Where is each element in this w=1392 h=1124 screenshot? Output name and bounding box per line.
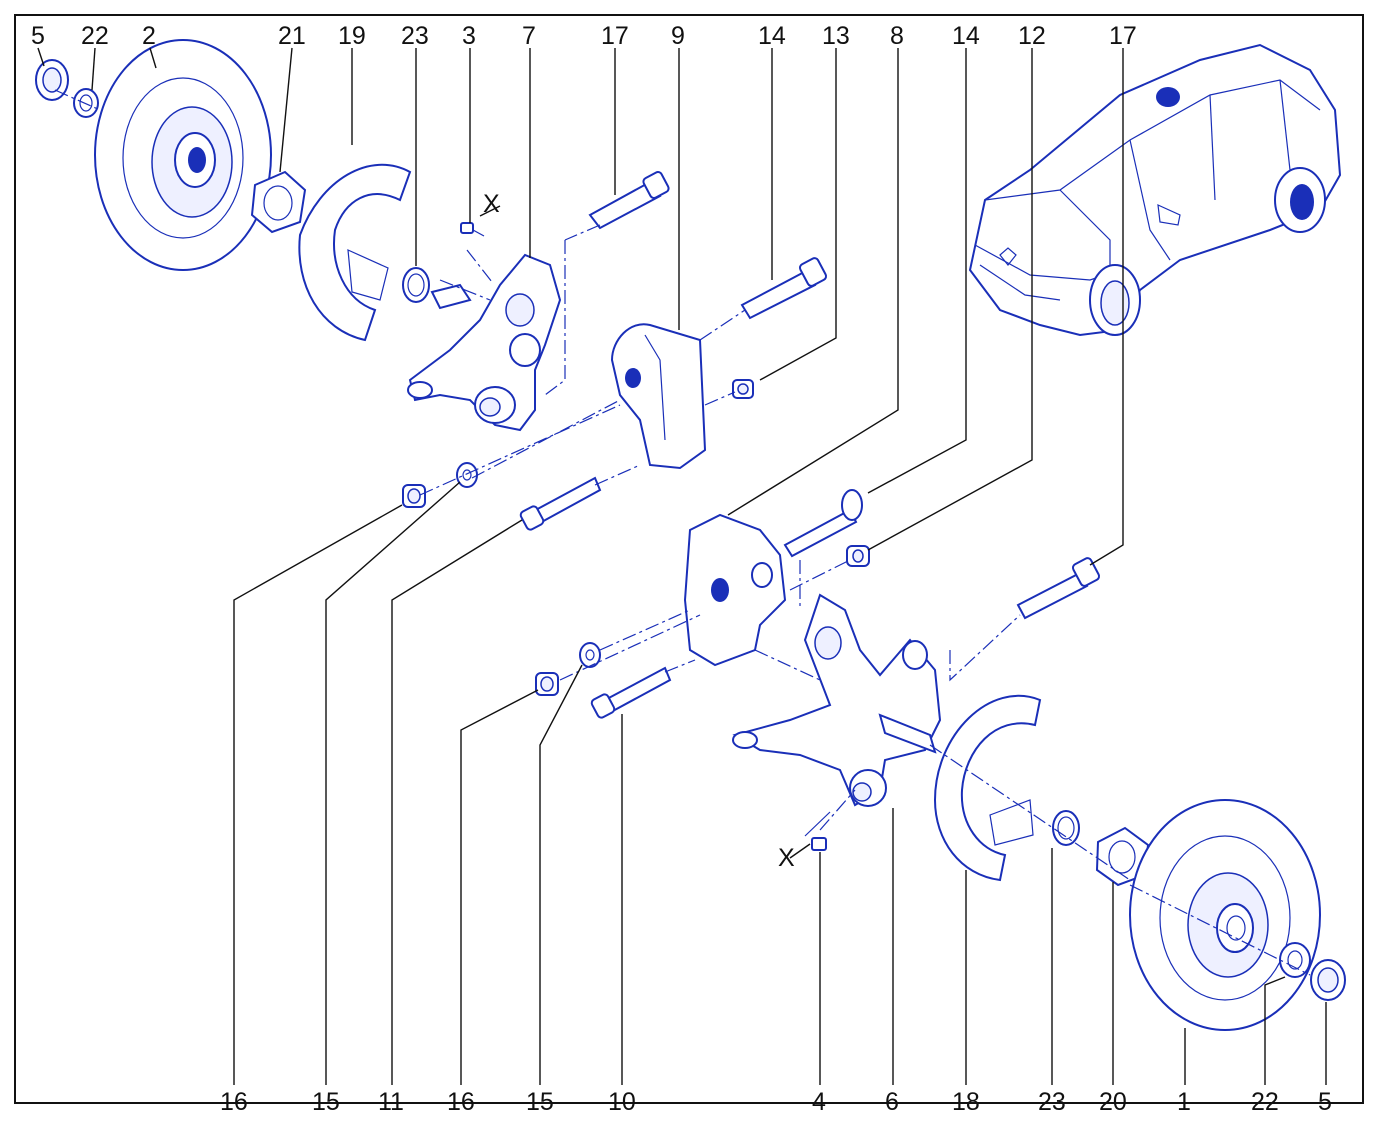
part-16-nut-upper bbox=[402, 484, 426, 508]
callout-14-right: 14 bbox=[952, 22, 980, 50]
part-21-abs-sensor-upper bbox=[250, 170, 307, 234]
callout-8: 8 bbox=[890, 22, 904, 50]
x-marker-lower: X bbox=[778, 844, 795, 872]
part-22-hub-nut-lower bbox=[1279, 942, 1311, 978]
part-1-brake-disc bbox=[1129, 799, 1321, 1031]
part-4-bolt bbox=[804, 811, 831, 851]
part-14-bolt-lower bbox=[783, 489, 863, 558]
callout-6: 6 bbox=[885, 1088, 899, 1116]
callout-16-right: 16 bbox=[447, 1088, 475, 1116]
callout-10: 10 bbox=[608, 1088, 636, 1116]
callout-21: 21 bbox=[278, 22, 306, 50]
callout-3: 3 bbox=[462, 22, 476, 50]
callout-15-right: 15 bbox=[526, 1088, 554, 1116]
part-19-brake-shield-upper bbox=[298, 163, 412, 342]
part-14-bolt-upper bbox=[740, 257, 828, 320]
part-7-steering-knuckle-upper bbox=[407, 253, 562, 432]
part-13-nut bbox=[732, 379, 754, 399]
x-marker-upper: X bbox=[483, 190, 500, 218]
car-illustration bbox=[968, 43, 1342, 337]
callout-9: 9 bbox=[671, 22, 685, 50]
part-12-nut bbox=[846, 545, 870, 567]
callout-15-left: 15 bbox=[312, 1088, 340, 1116]
part-23-seal-upper bbox=[402, 267, 430, 303]
part-16-nut-lower bbox=[535, 672, 559, 696]
bottom-callouts: 16 15 11 16 15 10 4 6 18 23 20 1 22 5 bbox=[220, 1088, 1332, 1116]
callout-17-right: 17 bbox=[1109, 22, 1137, 50]
callout-2: 2 bbox=[142, 22, 156, 50]
callout-7: 7 bbox=[522, 22, 536, 50]
part-6-steering-knuckle-lower bbox=[732, 593, 942, 807]
part-17-bolt-upper bbox=[588, 171, 670, 230]
callout-19: 19 bbox=[338, 22, 366, 50]
callout-1: 1 bbox=[1177, 1088, 1191, 1116]
callout-18: 18 bbox=[952, 1088, 980, 1116]
top-callouts: 5 22 2 21 19 23 3 7 17 9 14 13 8 14 12 1… bbox=[31, 22, 1137, 50]
callout-13: 13 bbox=[822, 22, 850, 50]
part-17-bolt-lower bbox=[1016, 557, 1101, 620]
callout-14-left: 14 bbox=[758, 22, 786, 50]
part-3-bolt bbox=[460, 222, 485, 237]
part-5-hub-cap-upper bbox=[35, 59, 69, 101]
part-9-mounting-bracket-upper bbox=[610, 323, 707, 470]
callout-22-top: 22 bbox=[81, 22, 109, 50]
diagram-frame bbox=[14, 14, 1364, 1104]
callout-5-top: 5 bbox=[31, 22, 45, 50]
part-18-brake-shield-lower bbox=[933, 694, 1042, 882]
leader-lines bbox=[37, 47, 1327, 1085]
callout-11: 11 bbox=[378, 1088, 404, 1116]
callout-12: 12 bbox=[1018, 22, 1046, 50]
callout-22-bottom: 22 bbox=[1251, 1088, 1279, 1116]
callout-4: 4 bbox=[812, 1088, 826, 1116]
part-22-hub-nut-upper bbox=[73, 88, 99, 118]
part-23-seal-lower bbox=[1052, 810, 1080, 846]
part-15-washer-lower bbox=[579, 642, 601, 668]
part-11-bolt bbox=[519, 476, 602, 531]
callout-23-bottom: 23 bbox=[1038, 1088, 1066, 1116]
callout-20: 20 bbox=[1099, 1088, 1127, 1116]
part-15-washer-upper bbox=[456, 462, 478, 488]
callout-16-left: 16 bbox=[220, 1088, 248, 1116]
part-5-hub-cap-lower bbox=[1310, 959, 1346, 1001]
part-10-bolt bbox=[590, 666, 672, 719]
callout-23-top: 23 bbox=[401, 22, 429, 50]
callout-17-left: 17 bbox=[601, 22, 629, 50]
part-8-mounting-bracket-lower bbox=[683, 513, 787, 667]
part-2-brake-disc bbox=[94, 39, 272, 271]
callout-5-bottom: 5 bbox=[1318, 1088, 1332, 1116]
